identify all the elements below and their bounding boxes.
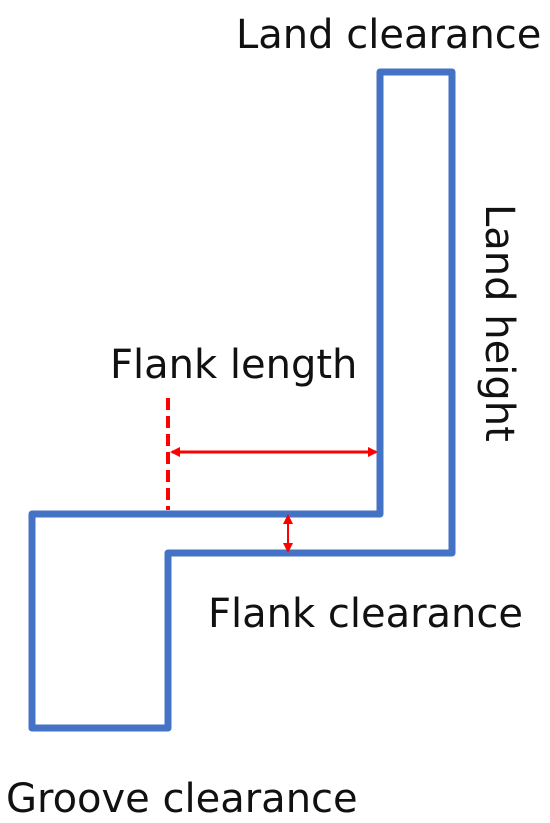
flank-clearance-label: Flank clearance bbox=[208, 591, 523, 637]
profile-outline bbox=[28, 68, 456, 732]
land-height-label: Land height bbox=[476, 204, 522, 442]
flank-length-label: Flank length bbox=[110, 342, 357, 388]
groove-clearance-label: Groove clearance bbox=[6, 776, 358, 822]
land-clearance-label: Land clearance bbox=[236, 12, 541, 58]
